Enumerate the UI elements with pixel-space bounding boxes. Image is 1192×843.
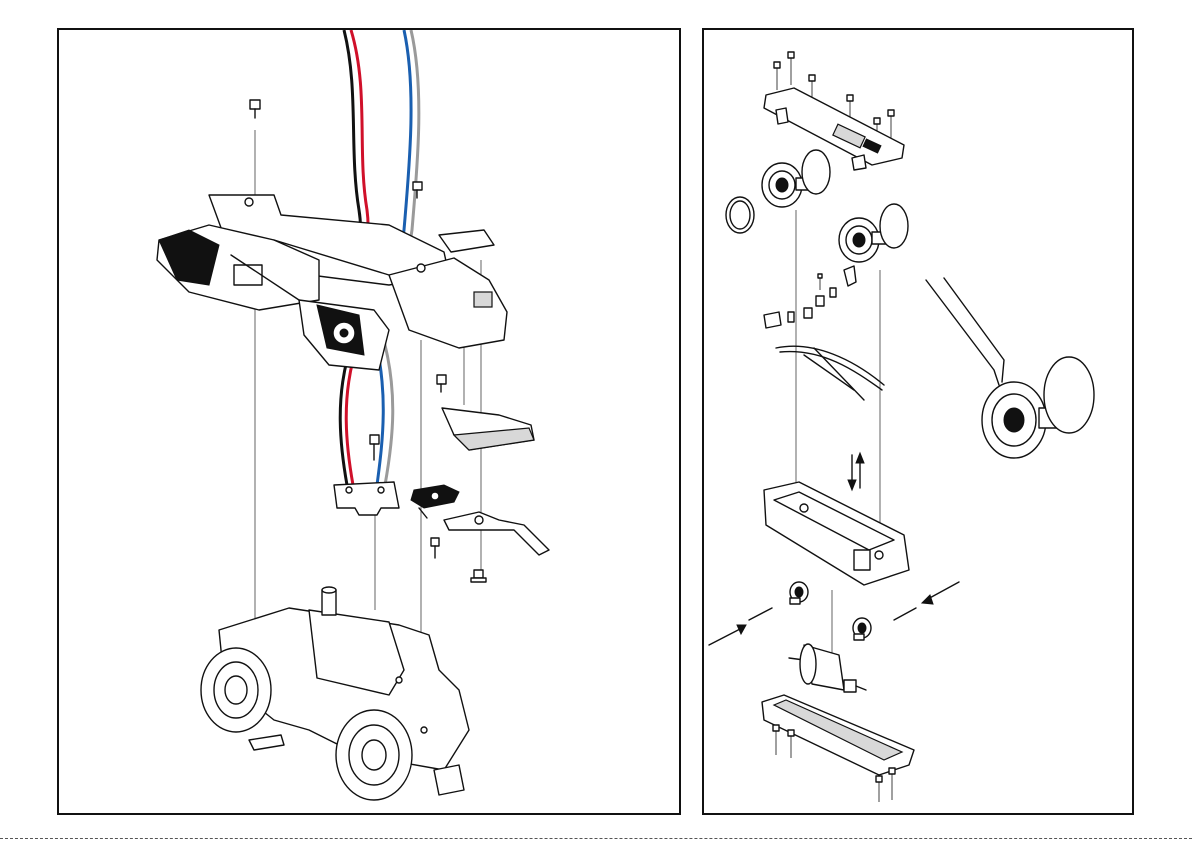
screw-icon: [773, 725, 779, 755]
tweezers-icon: [926, 278, 1004, 385]
arrow-icon: [709, 625, 746, 645]
page-bottom-rule: [0, 838, 1192, 839]
screw-icon: [889, 768, 895, 800]
left-assembly-drawing: [59, 30, 683, 817]
screw-icon: [888, 110, 894, 140]
upper-chassis-frame: [157, 195, 507, 370]
left-exploded-view-panel: [57, 28, 681, 815]
screw-icon: [437, 375, 446, 392]
wheel-icon: [762, 150, 830, 207]
circuit-board-top: [764, 88, 904, 170]
contact-clips: [764, 266, 856, 328]
assembly-guide-lines: [796, 210, 880, 670]
right-assembly-drawing: [704, 30, 1136, 817]
screw-icon: [250, 100, 260, 118]
lever-part: [444, 512, 549, 555]
screw-icon: [876, 776, 882, 802]
screw-icon: [788, 730, 794, 758]
wheel-icon: [201, 648, 271, 732]
screw-icon: [774, 62, 780, 90]
red-wire-lower: [346, 360, 353, 485]
bogie-wheel-unit: [201, 587, 469, 800]
wheel-icon: [336, 710, 412, 800]
ring-part: [726, 197, 754, 233]
motor-icon: [789, 644, 866, 692]
right-exploded-view-panel: [702, 28, 1134, 815]
axle-pins: [749, 608, 916, 620]
motor-chassis-frame: [764, 482, 909, 585]
bottom-tray: [762, 695, 914, 775]
screw-icon: [370, 435, 379, 460]
wheel-icon: [839, 204, 908, 262]
wheel-icon: [982, 357, 1094, 458]
gear-part: [853, 618, 871, 640]
contact-block: [334, 482, 399, 515]
screw-icon: [818, 274, 822, 290]
screw-icon: [431, 538, 439, 558]
arrow-icon: [922, 582, 959, 604]
coupler-part: [442, 408, 534, 450]
arrow-icon: [848, 453, 864, 490]
gear-part: [790, 582, 808, 604]
spring-contact-part: [411, 485, 459, 518]
contact-wires: [776, 346, 884, 400]
screw-icon: [788, 52, 794, 85]
screw-icon: [471, 570, 486, 582]
